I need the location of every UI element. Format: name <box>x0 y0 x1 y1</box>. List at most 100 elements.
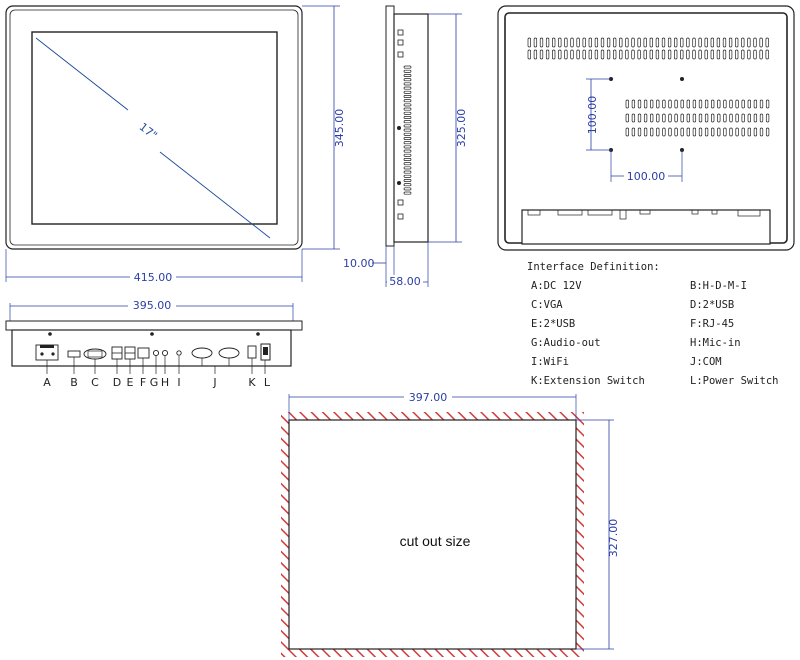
vent-slot <box>600 49 605 60</box>
vent-slot <box>403 174 412 178</box>
port-mic-in <box>161 349 169 357</box>
vent-slot <box>643 37 647 48</box>
vent-slot <box>704 49 708 60</box>
port-letter: C <box>91 376 99 389</box>
diagonal-line-b <box>159 151 271 239</box>
vent-slot <box>741 127 745 137</box>
port-audio-out <box>152 349 160 357</box>
front-height-label: 345.00 <box>333 109 346 148</box>
vent-slot <box>403 90 412 94</box>
vent-slot <box>704 127 709 137</box>
vent-slot <box>403 191 412 195</box>
vent-slot <box>668 127 672 137</box>
port-letter: K <box>248 376 256 389</box>
vent-slot <box>759 49 763 60</box>
interface-item: J:COM <box>690 356 722 368</box>
side-height-label: 325.00 <box>455 109 468 148</box>
vent-slot <box>631 37 635 48</box>
vent-slot <box>747 37 751 48</box>
vent-slot <box>747 113 751 123</box>
vent-slot <box>765 127 770 137</box>
vent-slot <box>625 113 629 123</box>
vent-slot <box>692 37 696 48</box>
vesa-hole <box>680 77 684 81</box>
vent-slot <box>741 37 745 48</box>
vent-slot <box>625 99 629 109</box>
vent-slot <box>403 162 412 166</box>
interface-item: B:H-D-M-I <box>690 280 747 292</box>
vent-slot <box>403 111 412 115</box>
interface-definition: Interface Definition: A:DC 12V B:H-D-M-I… <box>527 261 779 387</box>
vent-slot <box>403 74 412 77</box>
vent-slot <box>527 37 531 48</box>
vent-slot <box>588 37 592 48</box>
vent-slot <box>637 37 641 48</box>
side-bezel-label: 10.00 <box>343 257 375 270</box>
port-letter: J <box>212 376 216 389</box>
vent-slot <box>606 49 611 60</box>
vent-slot <box>661 49 666 60</box>
vent-slot <box>403 187 412 191</box>
vent-slot <box>735 127 739 137</box>
vent-slot <box>600 37 605 48</box>
port-letter: H <box>161 376 169 389</box>
vent-slot <box>403 183 412 187</box>
vent-slot <box>680 37 684 48</box>
front-width-label: 415.00 <box>134 271 173 284</box>
vent-slot <box>711 113 715 123</box>
rear-top-vents <box>527 37 769 60</box>
vent-slot <box>741 99 745 109</box>
vent-slot <box>680 113 684 123</box>
vent-slot <box>723 99 727 109</box>
vent-slot <box>686 113 690 123</box>
vent-slot <box>403 179 412 182</box>
vent-slot <box>747 99 751 109</box>
vent-slot <box>403 82 412 86</box>
vent-slot <box>759 127 764 137</box>
vent-slot <box>631 99 636 109</box>
vent-slot <box>643 127 648 137</box>
port-letter: L <box>264 376 271 389</box>
vent-slot <box>650 127 654 137</box>
port-letter: A <box>43 376 51 389</box>
vent-slot <box>558 49 562 60</box>
vent-slot <box>403 103 412 107</box>
port-letter: G <box>150 376 159 389</box>
vent-slot <box>674 113 678 123</box>
vent-slot <box>403 107 412 111</box>
port-letter: F <box>140 376 146 389</box>
vent-slot <box>588 49 592 60</box>
vent-slot <box>753 99 758 109</box>
vent-slot <box>680 127 684 137</box>
port-leader-lines <box>46 356 266 374</box>
vent-slot <box>680 49 684 60</box>
vent-slot <box>527 49 531 60</box>
interface-item: D:2*USB <box>690 299 734 311</box>
vent-slot <box>710 37 714 48</box>
vent-slot <box>403 153 412 157</box>
power-switch <box>260 343 271 361</box>
vent-slot <box>582 37 586 48</box>
vent-slot <box>403 99 412 103</box>
vent-slot <box>698 99 703 109</box>
vent-slot <box>735 113 739 123</box>
vent-slot <box>403 116 412 119</box>
vent-slot <box>741 113 745 123</box>
vent-slot <box>716 49 721 60</box>
vent-slot <box>674 99 678 109</box>
vent-slot <box>650 113 654 123</box>
vent-slot <box>545 37 550 48</box>
front-bezel-inner <box>9 9 299 246</box>
interface-item: G:Audio-out <box>531 337 601 349</box>
interface-item: E:2*USB <box>531 318 575 330</box>
vent-slot <box>704 113 709 123</box>
interface-item: F:RJ-45 <box>690 318 734 330</box>
vent-slot <box>545 49 550 60</box>
vent-slot <box>403 170 412 174</box>
vent-slot <box>533 49 538 60</box>
vent-slot <box>686 99 690 109</box>
interface-item: C:VGA <box>531 299 563 311</box>
interface-item: H:Mic-in <box>690 337 741 349</box>
vent-slot <box>403 78 412 82</box>
vent-slot <box>686 37 690 48</box>
